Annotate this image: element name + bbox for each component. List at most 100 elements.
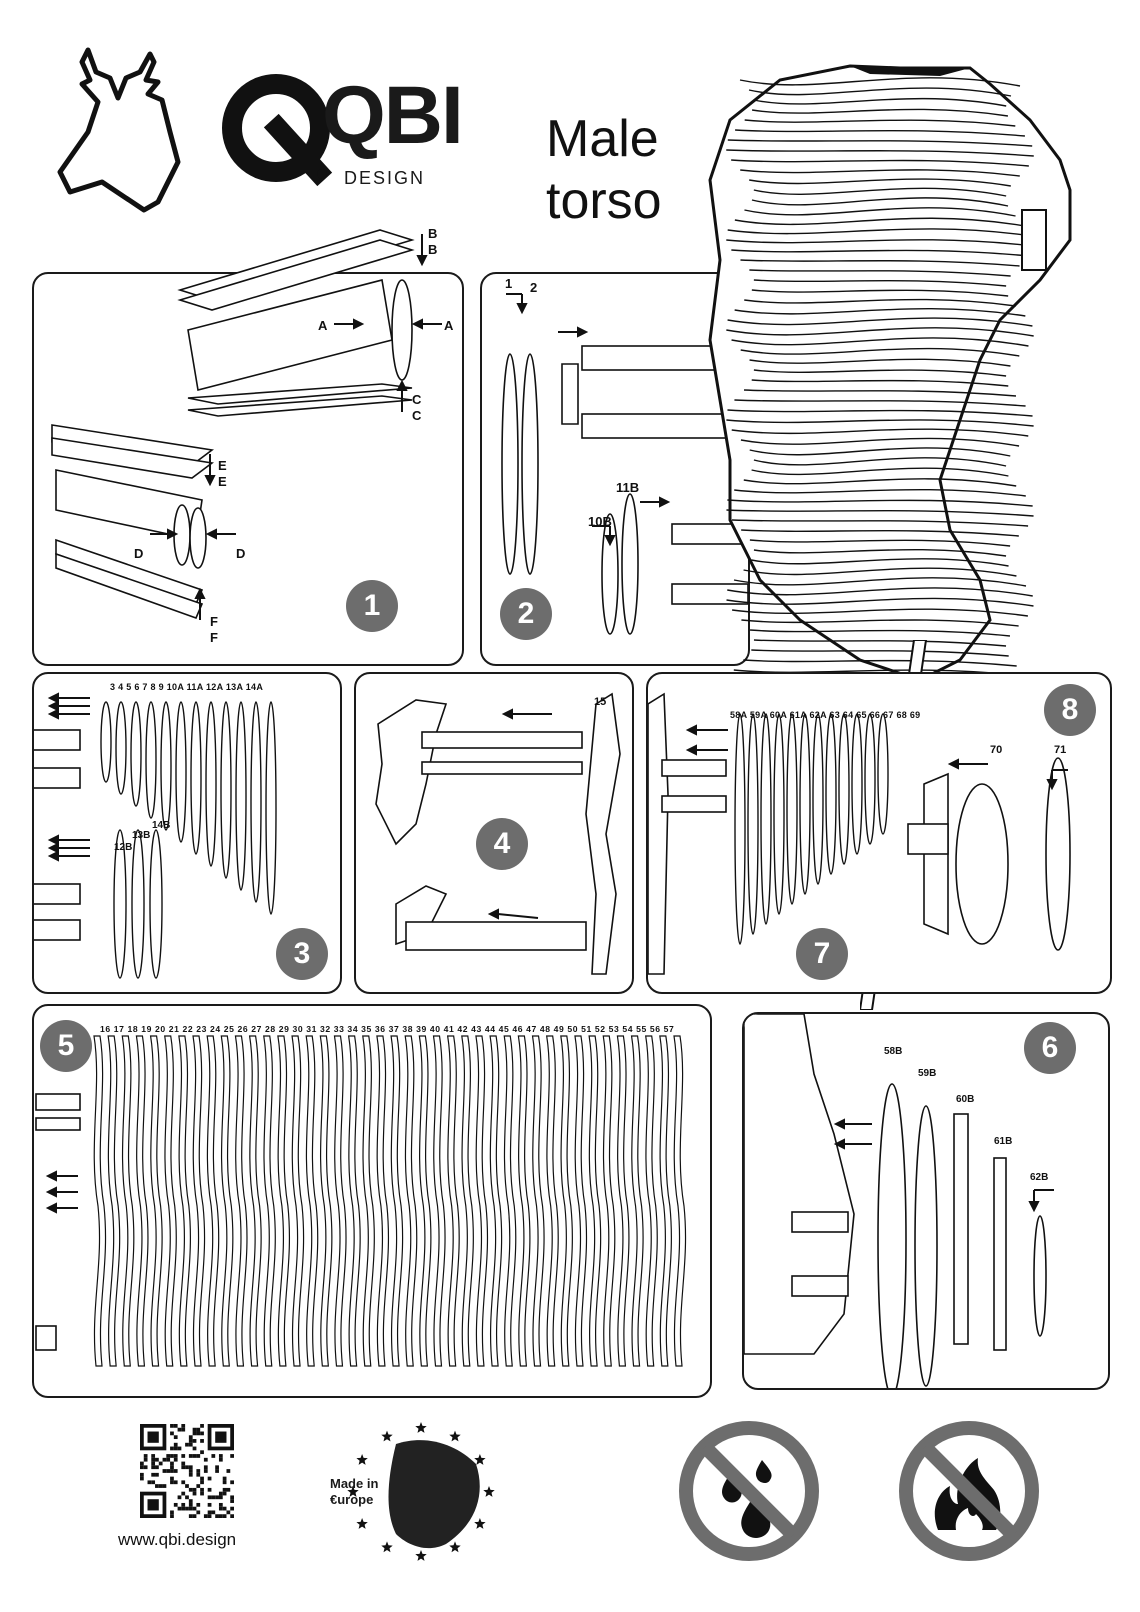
step-7-8-diagram (648, 692, 1071, 975)
label-part-62b: 62B (1030, 1172, 1049, 1183)
slice-part (305, 1035, 319, 1367)
step-4-badge: 4 (476, 818, 528, 870)
slice-part (175, 701, 187, 843)
title-line2: torso (546, 172, 662, 230)
label-part-60b: 60B (956, 1094, 975, 1105)
step-3-top-part-numbers: 3 4 5 6 7 8 9 10A 11A 12A 13A 14A (110, 682, 264, 692)
slice-part (100, 701, 112, 783)
slice-part (503, 1035, 517, 1367)
slice-part (263, 1035, 276, 1367)
slice-part (93, 1035, 107, 1367)
step-7-part-numbers: 58A 59A 60A 61A 62A 63 64 65 66 67 68 69 (730, 710, 921, 720)
label-part-61b: 61B (994, 1136, 1013, 1147)
slice-part (135, 1035, 149, 1367)
step-1-diagram (51, 229, 442, 620)
europe-map-icon (347, 1422, 495, 1561)
slice-part (545, 1035, 559, 1367)
slice-part (130, 701, 142, 807)
step-2-panel (480, 272, 750, 666)
qr-code-icon (140, 1424, 234, 1518)
step-6-diagram (744, 1014, 1054, 1388)
step-3-panel (32, 672, 342, 994)
website-link[interactable]: www.qbi.design (118, 1530, 237, 1549)
slice-part (113, 829, 127, 979)
slice-part (418, 1035, 432, 1367)
label-part-1: 1 (505, 276, 513, 291)
step-5-diagram (35, 1035, 687, 1367)
step-6-panel (742, 1012, 1110, 1390)
label-part-2: 2 (530, 280, 538, 295)
slice-part (319, 1035, 333, 1367)
label-part-70: 70 (990, 744, 1003, 756)
label-d-right: D (236, 546, 246, 561)
slice-part (673, 1035, 687, 1367)
label-b-top: B (428, 226, 438, 241)
slice-part (475, 1035, 489, 1367)
slice-part (220, 701, 232, 879)
step-7-badge: 7 (796, 928, 848, 980)
q-mark-icon (222, 74, 333, 187)
deer-logo-icon (57, 47, 181, 213)
slice-part (115, 701, 127, 795)
label-part-14b: 14B (152, 820, 171, 831)
step-7-8-panel (646, 672, 1112, 994)
slice-part (248, 1035, 262, 1367)
slice-part (812, 713, 824, 885)
step-5-badge: 5 (40, 1020, 92, 1072)
step-3-badge: 3 (276, 928, 328, 980)
slice-part (602, 1035, 616, 1367)
slice-part (376, 1035, 390, 1367)
label-part-71: 71 (1054, 744, 1067, 756)
step-2-badge: 2 (500, 588, 552, 640)
slice-part (404, 1035, 418, 1367)
made-in-text: Made in (330, 1476, 379, 1491)
slice-part (160, 701, 172, 831)
label-part-11b: 11B (616, 480, 640, 495)
slice-part (432, 1035, 446, 1367)
slice-part (205, 701, 217, 867)
slice-part (864, 713, 876, 845)
label-part-13b: 13B (132, 830, 151, 841)
slice-part (851, 713, 863, 855)
no-fire-icon (899, 1421, 1039, 1561)
slice-part (164, 1035, 177, 1367)
slice-part (446, 1035, 460, 1367)
slice-part (877, 713, 889, 835)
slice-part (630, 1035, 644, 1367)
slice-part (362, 1035, 375, 1367)
slice-part (131, 829, 145, 979)
slice-part (145, 701, 157, 819)
label-part-59b: 59B (918, 1068, 937, 1079)
label-d-left: D (134, 546, 144, 561)
slice-part (234, 1035, 248, 1367)
brand-sub: DESIGN (344, 168, 426, 188)
step-5-part-numbers: 16 17 18 19 20 21 22 23 24 25 26 27 28 2… (100, 1024, 675, 1034)
slice-part (149, 1035, 163, 1367)
slice-part (747, 713, 759, 935)
slice-part (178, 1035, 191, 1367)
slice-part (333, 1035, 347, 1367)
step-3-diagram (34, 692, 277, 979)
step-4-diagram (375, 692, 621, 975)
step-6-badge: 6 (1024, 1022, 1076, 1074)
step-1-badge: 1 (346, 580, 398, 632)
label-a-right: A (444, 318, 454, 333)
slice-part (760, 713, 772, 925)
slice-part (489, 1035, 503, 1367)
label-c-top: C (412, 392, 422, 407)
slice-part (786, 713, 798, 905)
slice-part (838, 713, 850, 865)
label-c-bottom: C (412, 408, 422, 423)
slice-part (220, 1035, 234, 1367)
europe-text: €urope (330, 1492, 374, 1507)
slice-part (277, 1035, 290, 1367)
slice-part (461, 1035, 474, 1367)
label-part-12b: 12B (114, 842, 133, 853)
torso-illustration (708, 64, 1072, 682)
step-8-badge: 8 (1044, 684, 1096, 736)
label-f-bottom: F (210, 630, 218, 645)
slice-part (588, 1035, 602, 1367)
slice-part (107, 1035, 121, 1367)
label-a-left: A (318, 318, 328, 333)
slice-part (149, 829, 163, 979)
